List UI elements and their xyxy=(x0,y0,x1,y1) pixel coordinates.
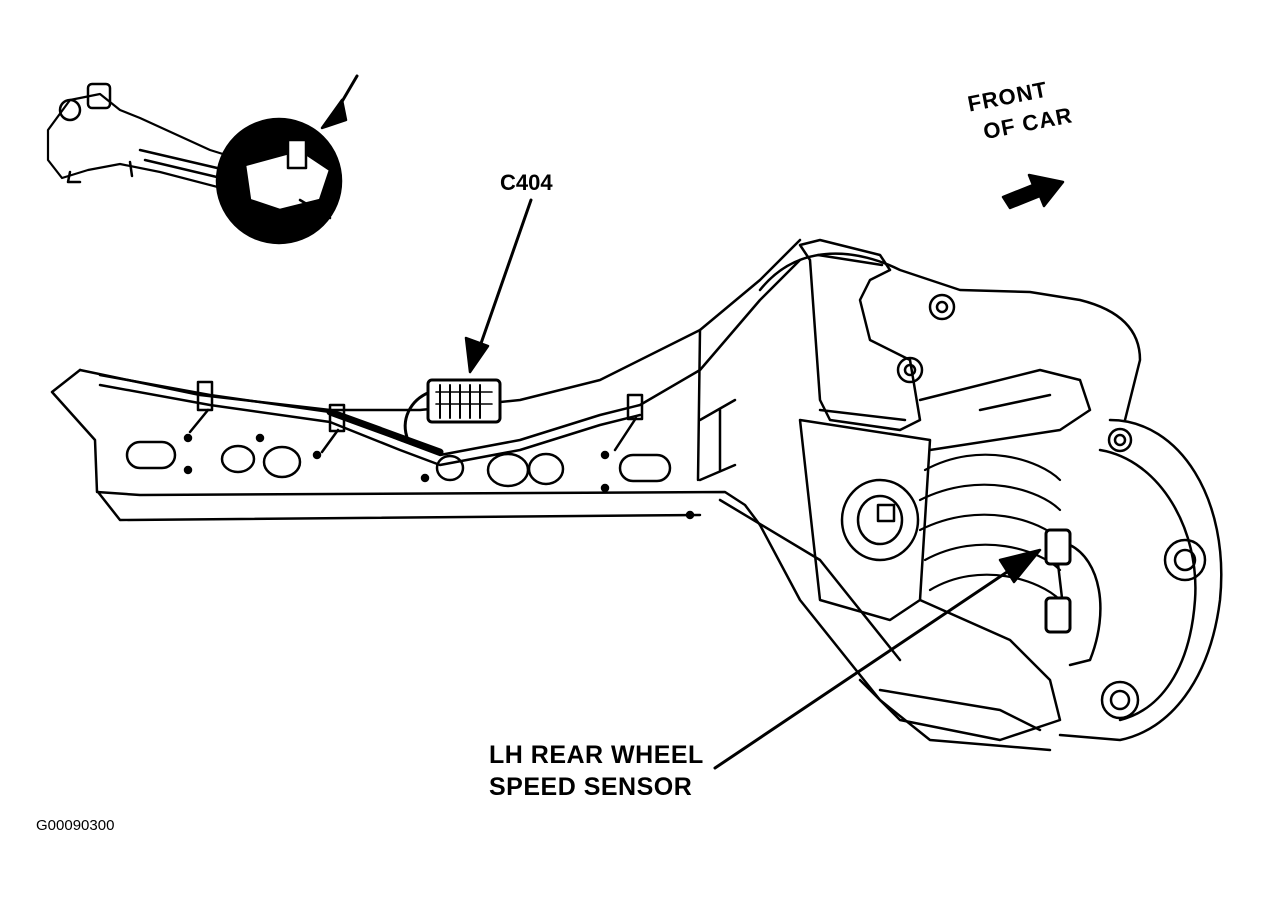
sensor-label: LH REAR WHEEL SPEED SENSOR xyxy=(489,743,704,800)
frame-hole xyxy=(618,453,672,483)
frame-hole xyxy=(125,440,177,470)
sensor-label-line1: LH REAR WHEEL xyxy=(489,741,704,769)
connector-label: C404 xyxy=(500,170,553,195)
c404-connector xyxy=(426,378,502,424)
connector-leader-arrow xyxy=(464,198,533,374)
locator-arrow xyxy=(320,74,359,130)
figure-id: G00090300 xyxy=(36,817,115,834)
wheel-speed-sensor xyxy=(1044,528,1102,667)
frame-hole xyxy=(262,445,302,479)
sensor-leader-arrow xyxy=(713,548,1042,770)
locator-inset xyxy=(46,82,343,245)
frame-hole xyxy=(527,452,565,486)
frame-hole xyxy=(435,454,465,482)
frame-hole xyxy=(486,452,530,488)
rear-suspension xyxy=(798,238,1223,742)
front-direction-arrow xyxy=(1001,173,1065,210)
frame-rail xyxy=(50,238,1052,752)
sensor-label-line2: SPEED SENSOR xyxy=(489,773,693,801)
harness-clip xyxy=(196,380,214,412)
frame-hole xyxy=(220,444,256,474)
wiring-harness xyxy=(98,252,1142,467)
